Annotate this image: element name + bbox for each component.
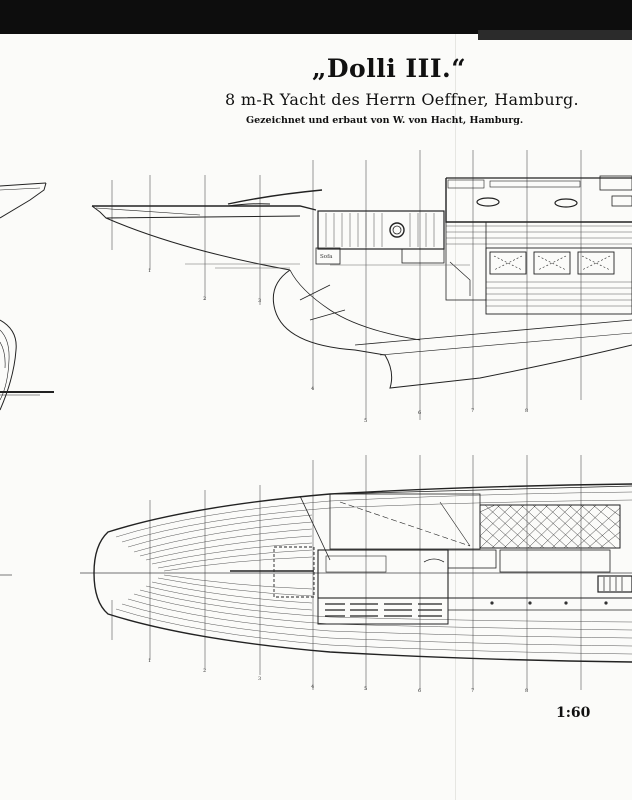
station-number: 8 (525, 408, 528, 414)
station-number: 3 (258, 298, 261, 304)
deck-plan-view (80, 455, 632, 690)
station-number: 1 (148, 268, 151, 274)
page-fold (455, 34, 456, 800)
station-number: 8 (525, 688, 528, 694)
plan-subtitle: 8 m-R Yacht des Herrn Oeffner, Hamburg. (225, 90, 579, 109)
station-number: 6 (418, 410, 421, 416)
scan-binding-edge (478, 30, 632, 40)
station-number: 2 (203, 668, 206, 674)
profile-view (91, 150, 632, 420)
station-number: 6 (418, 688, 421, 694)
station-number: 4 (311, 386, 314, 392)
station-number: 5 (364, 418, 367, 424)
plan-credit: Gezeichnet und erbaut von W. von Hacht, … (246, 115, 524, 126)
scale-label: 1:60 (556, 705, 591, 721)
station-number: 7 (471, 688, 474, 694)
station-number: 7 (471, 408, 474, 414)
plan-title: „Dolli III.“ (312, 54, 467, 83)
station-number: 3 (258, 676, 261, 682)
scan-top-edge (0, 0, 632, 34)
station-number: 5 (364, 686, 367, 692)
station-number: 1 (148, 658, 151, 664)
station-number: 4 (311, 684, 314, 690)
cabin-label: Sofa (320, 254, 333, 260)
station-number: 2 (203, 296, 206, 302)
body-plan-partial (0, 182, 54, 576)
